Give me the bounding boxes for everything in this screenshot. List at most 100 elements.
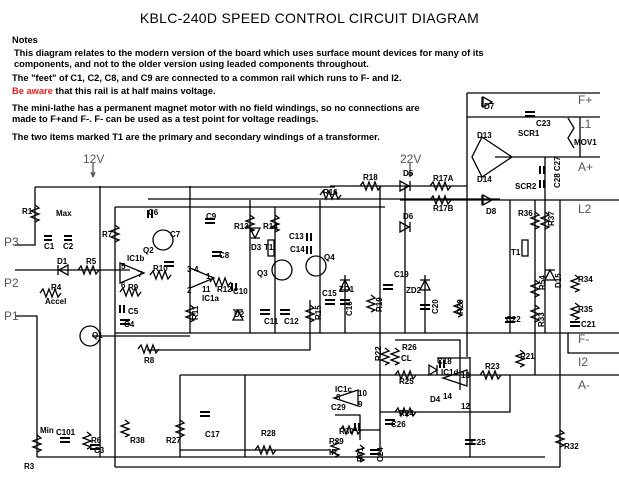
label-r18: R18: [363, 173, 378, 182]
label-r20: R20: [456, 299, 465, 314]
label-r30: R30: [339, 427, 354, 436]
label-c2: C2: [63, 242, 74, 251]
label-c4: C4: [124, 320, 135, 329]
label-r26: R26: [402, 343, 417, 352]
label-q3: Q3: [257, 269, 268, 278]
label-q1: Q1: [92, 331, 103, 340]
label-c101: C101: [56, 428, 76, 437]
label-cl: CL: [401, 354, 412, 363]
label-d3: D3: [251, 243, 262, 252]
terminal-22v: 22V: [400, 152, 422, 166]
label-c6: C6: [148, 208, 159, 217]
label-r16: R16: [323, 188, 338, 197]
terminal-p2: P2: [4, 276, 19, 290]
label-c1: C1: [44, 242, 55, 251]
label-t1-secondary: T1: [511, 248, 521, 257]
terminal-l2: L2: [578, 202, 592, 216]
label-r35: R35: [578, 305, 593, 314]
label-r22: R22: [374, 346, 383, 361]
label-d2: D2: [234, 310, 245, 319]
label-c16: C16: [345, 301, 354, 316]
terminal-l1: L1: [578, 117, 592, 131]
label-r17a: R17A: [433, 174, 454, 183]
label-r8: R8: [144, 356, 155, 365]
label-pin9: 9: [358, 400, 363, 409]
label-r9: R9: [128, 283, 139, 292]
terminal-fminus: F-: [578, 332, 590, 346]
label-r25: R25: [399, 377, 414, 386]
label-d8: D8: [486, 207, 497, 216]
label-pin13: 13: [461, 371, 470, 380]
label-max: Max: [56, 209, 72, 218]
note-line: The mini-lathe has a permanent magnet mo…: [12, 103, 420, 113]
label-pin3: 3: [187, 265, 192, 274]
label-d5: D5: [403, 169, 414, 178]
label-scr2: SCR2: [515, 182, 537, 191]
label-r11: R11: [191, 305, 200, 320]
label-c7: C7: [170, 230, 181, 239]
label-c20: C20: [431, 299, 440, 314]
label-d6: D6: [403, 212, 414, 221]
label-d13: D13: [477, 131, 492, 140]
label-c3: C3: [94, 446, 105, 455]
label-pin2: 2: [187, 286, 192, 295]
label-c10: C10: [233, 287, 248, 296]
warning-label: Be aware: [12, 86, 53, 96]
label-pin7: 7: [138, 270, 143, 279]
label-d14: D14: [477, 175, 492, 184]
label-min: Min: [40, 426, 54, 435]
label-q4: Q4: [324, 253, 335, 262]
label-c14: C14: [290, 245, 305, 254]
label-c13: C13: [289, 232, 304, 241]
label-c25: C25: [471, 438, 486, 447]
label-c11: C11: [264, 317, 279, 326]
label-scr1: SCR1: [518, 129, 540, 138]
label-ir: IR: [329, 448, 337, 457]
semiconductors: [57, 95, 575, 407]
label-c23: C23: [536, 119, 551, 128]
note-line: This diagram relates to the modern versi…: [14, 48, 484, 58]
label-pin12: 12: [461, 402, 470, 411]
label-r23: R23: [485, 362, 500, 371]
label-r24: R24: [399, 409, 414, 418]
label-d15: D15: [554, 273, 563, 288]
label-c24: C24: [376, 447, 385, 462]
label-r7: R7: [102, 230, 113, 239]
label-d4: D4: [430, 395, 441, 404]
label-ic1a: IC1a: [202, 294, 219, 303]
label-pin5: 5: [121, 262, 126, 271]
label-r28: R28: [261, 429, 276, 438]
label-c21: C21: [581, 320, 596, 329]
label-r3: R3: [24, 462, 35, 471]
label-c15: C15: [322, 289, 337, 298]
label-ic1c: IC1c: [335, 385, 352, 394]
terminal-p3: P3: [4, 235, 19, 249]
resistors: [29, 180, 581, 463]
terminal-aminus: A-: [578, 378, 590, 392]
diagram-title: KBLC-240D SPEED CONTROL CIRCUIT DIAGRAM: [139, 10, 480, 26]
label-r10: R10: [153, 264, 168, 273]
label-r6: R6: [91, 436, 102, 445]
label-r29: R29: [329, 437, 344, 446]
label-c8: C8: [219, 251, 230, 260]
label-c26: C26: [391, 420, 406, 429]
label-r34: R34: [578, 275, 593, 284]
label-ic1d: IC1d: [441, 368, 459, 377]
label-accel: Accel: [45, 297, 67, 306]
label-ic1b: IC1b: [127, 254, 145, 263]
wires: [15, 92, 619, 468]
terminal-fplus: F+: [578, 93, 593, 107]
label-c28-c27: C28 C27: [553, 156, 562, 188]
terminal-i2: I2: [578, 355, 589, 369]
label-r17b: R17B: [433, 204, 454, 213]
label-t1-primary: T1: [264, 243, 274, 252]
label-r1: R1: [22, 207, 33, 216]
label-pin8: 8: [336, 393, 341, 402]
label-d7: D7: [484, 102, 495, 111]
label-r27: R27: [166, 436, 181, 445]
label-r38: R38: [130, 436, 145, 445]
terminal-aplus: A+: [578, 160, 594, 174]
note-line: made to F+and F-. F- can be used as a te…: [12, 114, 319, 124]
label-pin1: 1: [206, 272, 211, 281]
